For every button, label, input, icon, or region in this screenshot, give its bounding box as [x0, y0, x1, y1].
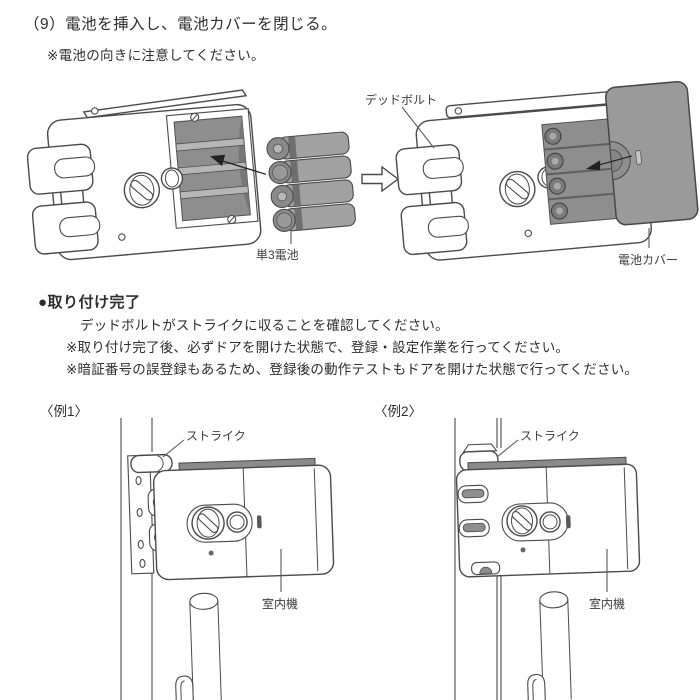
- strike-label-1: ストライク: [186, 429, 246, 443]
- completion-line-2: ※取り付け完了後、必ずドアを開けた状態で、登録・設定作業を行ってください。: [66, 340, 570, 355]
- cover-slide-arrow-icon: [585, 155, 633, 171]
- transition-arrow-icon: [361, 165, 400, 193]
- door-handle-illustration: [175, 592, 222, 700]
- door-handle-illustration: [527, 591, 572, 700]
- example2-frame-lines: [454, 418, 502, 700]
- step-note: ※電池の向きに注意してください。: [47, 48, 265, 63]
- completion-line-1: デッドボルトがストライクに収ることを確認してください。: [80, 318, 449, 333]
- battery-stack-illustration: [266, 131, 356, 232]
- aa-battery-label: 単3電池: [256, 248, 299, 262]
- indoor-unit-label-1: 室内機: [262, 597, 299, 611]
- example2-caption: 〈例2〉: [374, 404, 423, 419]
- strike2-pointer-line: [496, 439, 519, 458]
- completion-heading: ●取り付け完了: [38, 294, 141, 311]
- deadbolt-pointer-line: [401, 106, 435, 149]
- example1-illustration: [127, 453, 335, 700]
- deadbolt-label: デッドボルト: [365, 93, 438, 107]
- indoor-unit-label-2: 室内機: [589, 597, 626, 611]
- example2-illustration: [455, 443, 641, 700]
- strike1-pointer-line: [162, 439, 185, 458]
- step-heading: （9）電池を挿入し、電池カバーを閉じる。: [24, 16, 338, 33]
- lock-unit-cover-illustration: [395, 81, 699, 261]
- example1-caption: 〈例1〉: [40, 404, 89, 419]
- battery-cover-illustration: [604, 81, 699, 226]
- installed-battery-ends: [544, 127, 568, 220]
- example1-frame-lines: [120, 418, 153, 700]
- screw-icon: [190, 112, 237, 225]
- battery-cover-label: 電池カバー: [618, 253, 679, 267]
- completion-line-3: ※暗証番号の誤登録もあるため、登録後の動作テストもドアを開けた状態で行ってくださ…: [66, 362, 639, 377]
- battery-insert-arrow-icon: [210, 154, 267, 175]
- strike-label-2: ストライク: [520, 429, 580, 443]
- lock-unit-open-illustration: [26, 89, 267, 261]
